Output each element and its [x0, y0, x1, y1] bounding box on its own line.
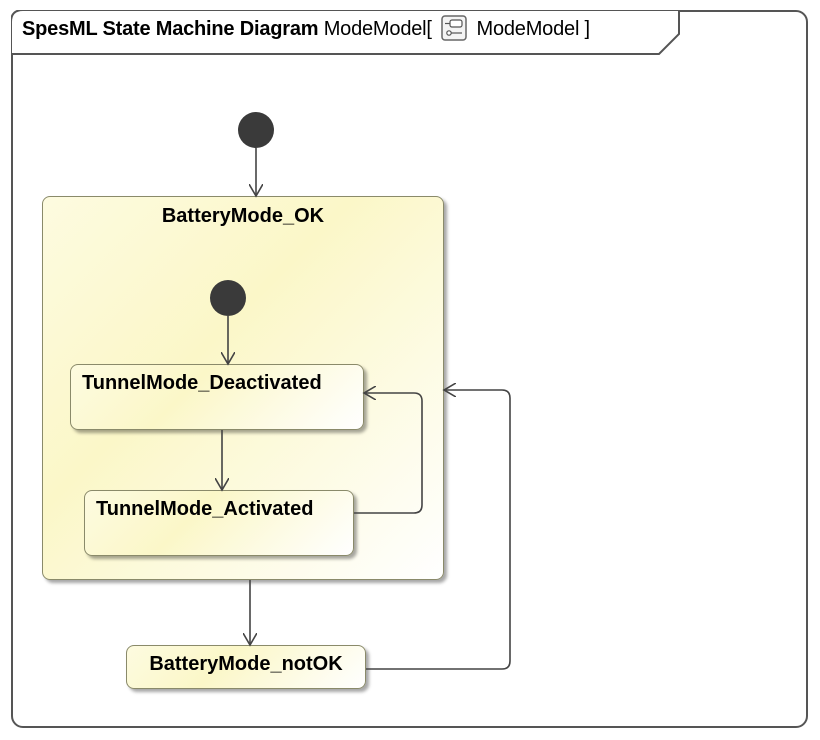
diagram-kind: SpesML State Machine Diagram [22, 18, 319, 40]
diagram-element-name: ModeModel [476, 18, 580, 40]
initial-node-inner[interactable] [210, 280, 246, 316]
state-tunnel-activated-label: TunnelMode_Activated [96, 498, 314, 520]
transition-notok-to-battery-ok[interactable] [366, 390, 511, 670]
state-machine-icon [441, 15, 467, 41]
state-battery-notok[interactable] [126, 645, 366, 689]
state-battery-notok-label: BatteryMode_notOK [149, 653, 343, 675]
diagram-name-prefix: ModeModel[ [323, 18, 432, 40]
state-battery-ok-label: BatteryMode_OK [161, 205, 325, 227]
transition-activated-to-deactivated[interactable] [354, 393, 423, 514]
diagram-name-suffix: ] [584, 18, 591, 40]
initial-node-top[interactable] [238, 112, 274, 148]
state-tunnel-deactivated-label: TunnelMode_Deactivated [82, 372, 322, 394]
diagram-header: SpesML State Machine Diagram ModeModel[ … [22, 15, 590, 41]
diagram-header-tab [11, 10, 680, 55]
state-tunnel-deactivated[interactable] [70, 364, 364, 430]
state-tunnel-activated[interactable] [84, 490, 354, 556]
